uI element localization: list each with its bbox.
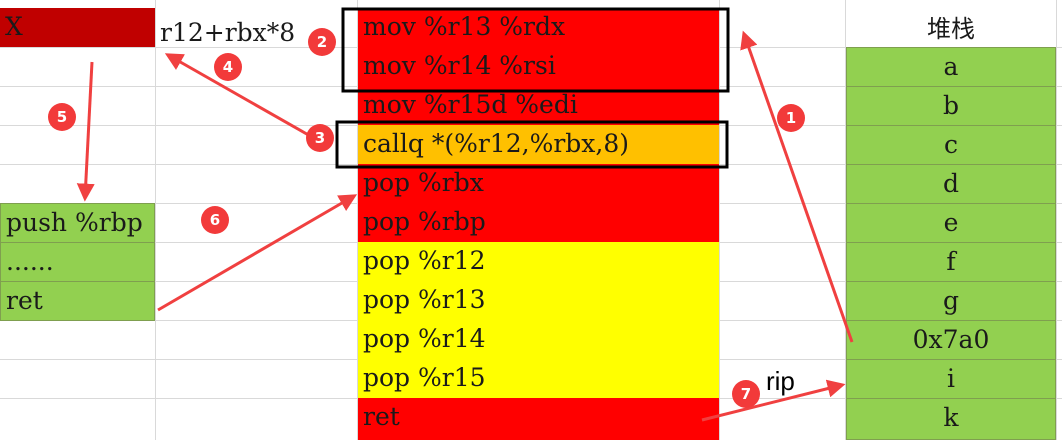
stack-item-f: f (846, 242, 1056, 282)
address-formula: r12+rbx*8 (160, 18, 296, 47)
code-line-mov-r14: mov %r14 %rsi (358, 47, 719, 87)
code-line-callq: callq *(%r12,%rbx,8) (358, 125, 719, 165)
stack-item-e: e (846, 203, 1056, 243)
code-line-pop-r12: pop %r12 (358, 242, 719, 282)
arrow-5 (76, 61, 95, 202)
arrow-1 (740, 30, 854, 343)
svg-text:3: 3 (315, 129, 325, 147)
stack-item-d: d (846, 164, 1056, 204)
step-badge-2: 2 (308, 28, 336, 56)
step-badge-6: 6 (201, 206, 229, 234)
svg-text:2: 2 (317, 33, 327, 51)
svg-text:7: 7 (741, 385, 751, 403)
code-line-ret: ret (358, 398, 719, 440)
stack-item-a: a (846, 47, 1056, 87)
stack-item-c: c (846, 125, 1056, 165)
code-line-pop-rbx: pop %rbx (358, 164, 719, 204)
svg-text:5: 5 (57, 108, 67, 126)
code-line-pop-rbp: pop %rbp (358, 203, 719, 243)
stack-item-g: g (846, 281, 1056, 321)
step-badge-3: 3 (306, 124, 334, 152)
code-line-pop-r15: pop %r15 (358, 359, 719, 399)
svg-text:4: 4 (223, 58, 233, 76)
step-badge-1: 1 (777, 104, 805, 132)
code-line-pop-r14: pop %r14 (358, 320, 719, 360)
arrow-4 (164, 53, 313, 139)
step-badge-4: 4 (214, 53, 242, 81)
code-line-mov-r13: mov %r13 %rdx (358, 8, 719, 48)
rip-label: rip (766, 366, 795, 396)
step-badge-7: 7 (732, 380, 760, 408)
func-line-ret: ret (0, 281, 155, 321)
code-line-mov-r15d: mov %r15d %edi (358, 86, 719, 126)
mov-group-box (341, 7, 730, 93)
func-line-ellipsis: ...... (0, 242, 155, 282)
code-line-pop-r13: pop %r13 (358, 281, 719, 321)
arrow-7 (701, 379, 846, 422)
func-line-push: push %rbp (0, 203, 155, 243)
x-cell: X (0, 8, 155, 47)
svg-text:1: 1 (786, 109, 796, 127)
step-badge-5: 5 (48, 103, 76, 131)
stack-header: 堆栈 (927, 15, 975, 43)
callq-box (335, 120, 729, 169)
arrow-6 (157, 194, 358, 312)
stack-item-k: k (846, 398, 1056, 440)
svg-text:6: 6 (210, 211, 220, 229)
